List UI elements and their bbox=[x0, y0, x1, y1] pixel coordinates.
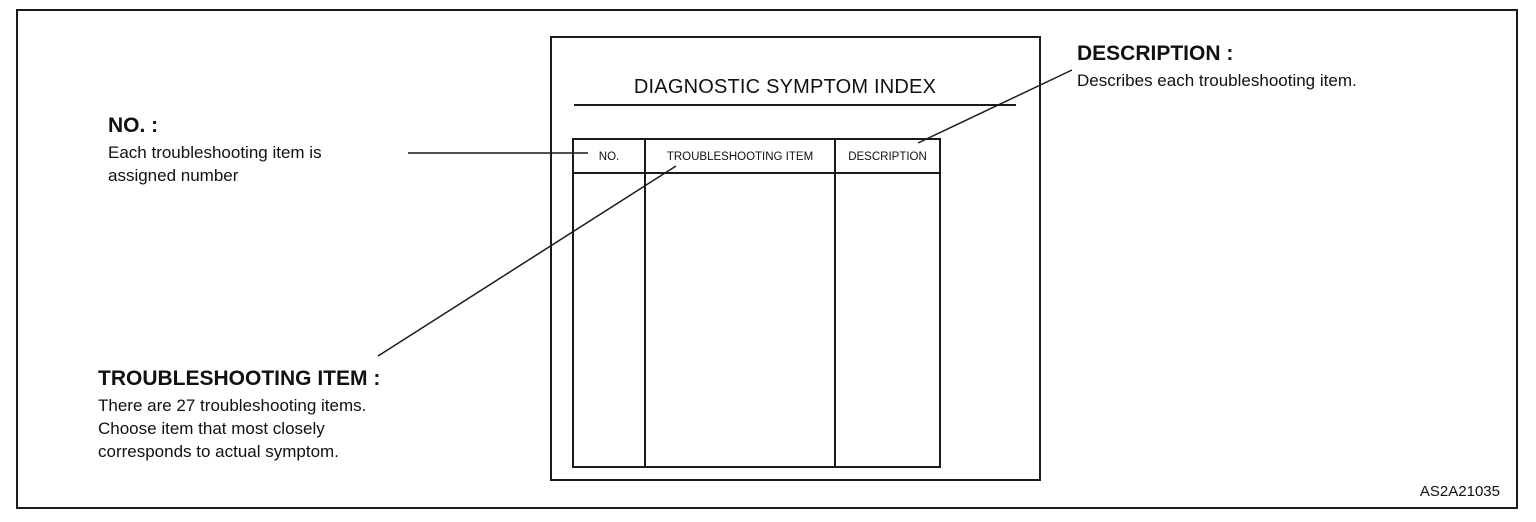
callout-description: DESCRIPTION : Describes each troubleshoo… bbox=[1077, 42, 1357, 92]
callout-troubleshooting-item: TROUBLESHOOTING ITEM : There are 27 trou… bbox=[98, 367, 380, 463]
callout-no: NO. : Each troubleshooting item is assig… bbox=[108, 114, 322, 187]
column-header-troubleshooting-item: TROUBLESHOOTING ITEM bbox=[666, 151, 814, 163]
column-header-description: DESCRIPTION bbox=[848, 151, 927, 163]
callout-troubleshooting-item-heading: TROUBLESHOOTING ITEM : bbox=[98, 367, 381, 390]
figure-code: AS2A21035 bbox=[1419, 483, 1500, 500]
callout-no-line: assigned number bbox=[108, 166, 239, 185]
column-separator bbox=[644, 140, 646, 466]
figure-frame bbox=[16, 9, 1518, 509]
sheet-title: DIAGNOSTIC SYMPTOM INDEX bbox=[633, 76, 937, 98]
callout-troubleshooting-item-line: There are 27 troubleshooting items. bbox=[98, 396, 367, 415]
index-table: NO. TROUBLESHOOTING ITEM DESCRIPTION bbox=[572, 138, 941, 468]
callout-no-heading: NO. : bbox=[108, 114, 159, 137]
column-separator bbox=[834, 140, 836, 466]
callout-description-heading: DESCRIPTION : bbox=[1077, 42, 1234, 65]
column-header-no: NO. bbox=[598, 151, 620, 163]
callout-no-line: Each troubleshooting item is bbox=[108, 143, 322, 162]
title-underline bbox=[574, 104, 1016, 106]
header-rule bbox=[574, 172, 939, 174]
callout-description-line: Describes each troubleshooting item. bbox=[1077, 71, 1357, 90]
index-sheet: DIAGNOSTIC SYMPTOM INDEX NO. TROUBLESHOO… bbox=[550, 36, 1041, 481]
callout-troubleshooting-item-line: Choose item that most closely bbox=[98, 419, 325, 438]
callout-troubleshooting-item-line: corresponds to actual symptom. bbox=[98, 442, 339, 461]
